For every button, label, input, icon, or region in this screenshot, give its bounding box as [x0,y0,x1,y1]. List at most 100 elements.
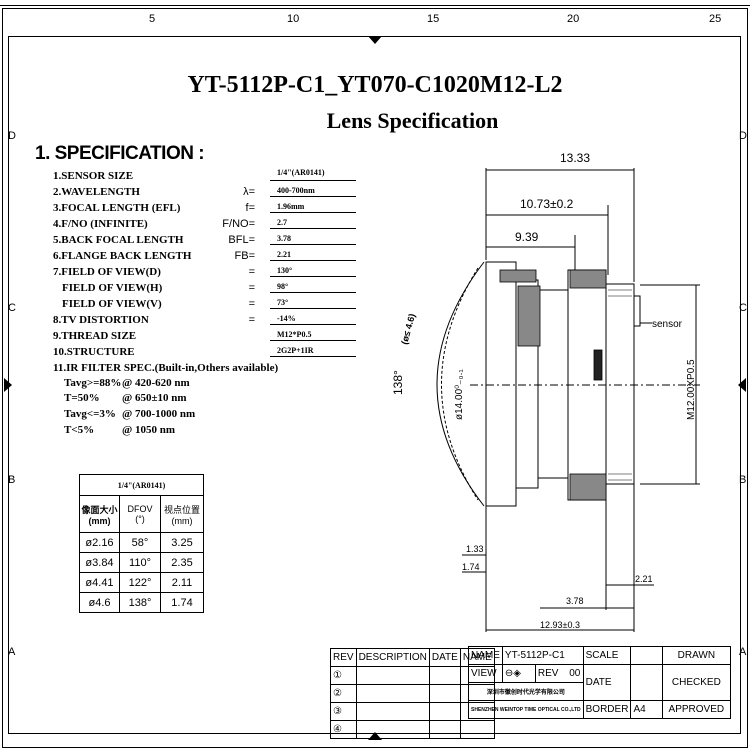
spec-heading: 1. SPECIFICATION : [35,143,205,164]
fov-header-image-size: 像面大小 (mm) [79,495,120,533]
table-row: VIEW ⊖◈ REV 00 DATE CHECKED [468,664,732,701]
dim-overall: 13.33 [560,151,590,165]
spec-value: 3.78 [277,234,291,243]
hatched-part [569,473,607,501]
ir-filter-heading: 11.IR FILTER SPEC.(Built-in,Others avail… [53,362,279,374]
name-label: NAME [468,646,503,665]
drawn-label: DRAWN [661,646,732,665]
side-letter: A [739,646,747,658]
ir-filter [593,349,603,381]
spec-label: 2.WAVELENGTH [53,186,140,198]
spec-value: 2.7 [277,218,287,227]
header-text: DFOV [127,504,153,514]
outer-frame [2,8,748,748]
right-center-arrow [738,378,746,392]
spec-value: 2G2P+1IR [277,346,314,355]
spec-value: -14% [277,314,296,323]
date-label: DATE [582,664,632,701]
dim-b5: 12.93±0.3 [540,620,580,630]
ruler-label: 25 [709,13,722,25]
spec-value: 2.21 [277,250,291,259]
spec-underline [270,356,356,357]
rev-header: DESCRIPTION [355,648,430,667]
spec-label: 8.TV DISTORTION [53,314,149,326]
spec-symbol: BFL= [228,234,255,246]
spec-symbol: f= [245,202,255,214]
side-letter: A [8,646,16,658]
spec-underline [270,276,356,277]
dim-b3: 2.21 [635,574,653,584]
spec-underline [270,308,356,309]
spec-symbol: FB= [234,250,255,262]
label-sensor: sensor [652,319,683,330]
spec-underline [270,324,356,325]
spec-underline [270,292,356,293]
table-row: ø2.16 58° 3.25 [79,532,204,553]
view-label: VIEW [468,664,503,683]
spec-label: 4.F/NO (INFINITE) [53,218,148,230]
rev-header: REV [330,648,357,667]
spec-underline [270,180,356,181]
thread-section [605,283,635,485]
dim-thread: M12.00XP0.5 [686,359,697,420]
fov-table: 1/4"(AR0141) 像面大小 (mm) DFOV (°) 视点位置 (mm… [79,474,204,613]
table-cell: ø4.6 [79,592,120,613]
spec-label: 9.THREAD SIZE [53,330,137,342]
spec-label: 10.STRUCTURE [53,346,135,358]
header-unit: (mm) [171,515,193,526]
dim-b1: 1.33 [466,544,484,554]
title-block: NAME YT-5112P-C1 SCALE DRAWN VIEW ⊖◈ REV… [468,646,732,719]
side-letter: D [8,130,16,142]
barrel-front [485,261,517,507]
table-row: SHENZHEN WEINTOP TIME OPTICAL CO.,LTD BO… [468,700,732,719]
dim-angle: 138° [391,370,405,395]
rev-number: ④ [330,720,357,739]
header-unit: (mm) [88,515,111,526]
drawing-title: YT-5112P-C1_YT070-C1020M12-L2 [187,72,563,98]
spec-underline [270,196,356,197]
table-row: ④ [330,720,495,739]
dim-dia: ø14.00⁰₋₀.₁ [454,369,465,420]
border-label: BORDER [582,700,632,719]
spec-symbol: = [248,266,255,278]
dim-d2: 9.39 [515,230,539,244]
top-center-arrow [368,36,382,44]
company-name-cn: 深圳市徽创时代光学有限公司 [468,682,584,701]
fov-header-position: 视点位置 (mm) [160,495,204,533]
rev-number: ② [330,684,357,703]
table-row: ø4.6 138° 1.74 [79,592,204,613]
rev-number: ③ [330,702,357,721]
side-letter: C [739,302,747,314]
spec-symbol: λ= [243,186,255,198]
spec-label: FIELD OF VIEW(V) [62,298,162,310]
spec-label: 5.BACK FOCAL LENGTH [53,234,184,246]
ir-range: @ 650±10 nm [122,392,187,404]
rev-number: ① [330,666,357,685]
spec-value: 400-700nm [277,186,315,195]
header-text: 视点位置 [163,504,200,515]
ir-range: @ 420-620 nm [122,377,190,389]
border-value: A4 [630,700,663,719]
approved-label: APPROVED [661,700,732,719]
front-lens-dome [436,261,485,507]
spec-value: 73° [277,298,289,307]
spec-symbol: F/NO= [222,218,255,230]
ruler-label: 15 [427,13,440,25]
company-name-en: SHENZHEN WEINTOP TIME OPTICAL CO.,LTD [468,700,584,719]
spec-symbol: = [248,314,255,326]
hatched-part [499,269,537,283]
spec-underline [270,212,356,213]
header-text: 像面大小 [81,504,118,515]
dim-fov-dia: (ø≤ 4.6) [399,313,417,346]
name-value: YT-5112P-C1 [501,646,584,665]
table-row: ø4.41 122° 2.11 [79,572,204,593]
table-row: NAME YT-5112P-C1 SCALE DRAWN [468,646,732,665]
side-letter: C [8,302,16,314]
spec-value: 1/4"(AR0141) [277,168,325,177]
drawing-subtitle: Lens Specification [326,108,499,133]
dim-d1: 10.73±0.2 [520,197,574,211]
rev-header: DATE [428,648,461,667]
spec-underline [270,340,356,341]
spec-label: 3.FOCAL LENGTH (EFL) [53,202,181,214]
barrel-body [537,289,569,479]
